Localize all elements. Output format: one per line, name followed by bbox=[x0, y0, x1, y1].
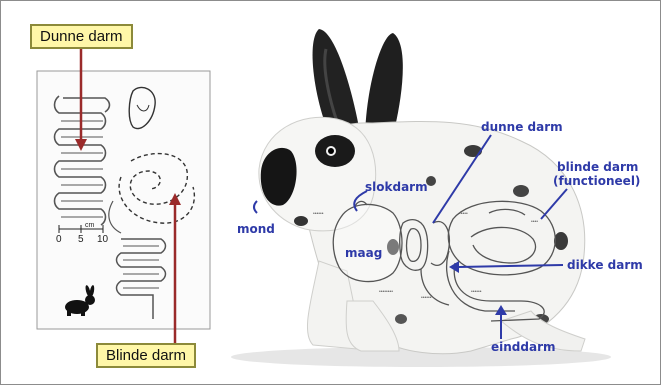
label-functioneel: (functioneel) bbox=[553, 175, 640, 188]
scale-label-0: 0 bbox=[56, 234, 62, 245]
label-einddarm: einddarm bbox=[491, 341, 556, 354]
inset-panel bbox=[37, 71, 210, 329]
label-mond: mond bbox=[237, 223, 275, 236]
label-maag: maag bbox=[345, 247, 382, 260]
svg-text:••••: •••• bbox=[531, 219, 538, 225]
rabbit-illustration bbox=[231, 29, 611, 367]
callout-blinde-darm: Blinde darm bbox=[96, 343, 196, 368]
svg-text:••••••: •••••• bbox=[471, 289, 482, 295]
label-dikke-darm: dikke darm bbox=[567, 259, 643, 272]
svg-text:••••••: •••••• bbox=[421, 295, 432, 301]
scale-label-10: 10 bbox=[97, 234, 108, 245]
label-blinde-darm: blinde darm bbox=[557, 161, 638, 174]
svg-text:•••••: ••••• bbox=[459, 211, 468, 217]
callout-dunne-darm: Dunne darm bbox=[30, 24, 133, 49]
label-dunne-darm: dunne darm bbox=[481, 121, 563, 134]
label-slokdarm: slokdarm bbox=[365, 181, 428, 194]
scale-label-5: 5 bbox=[78, 234, 84, 245]
svg-text:••••••••: •••••••• bbox=[379, 289, 393, 295]
svg-text:••••••: •••••• bbox=[313, 211, 324, 217]
scale-unit: cm bbox=[85, 222, 94, 229]
